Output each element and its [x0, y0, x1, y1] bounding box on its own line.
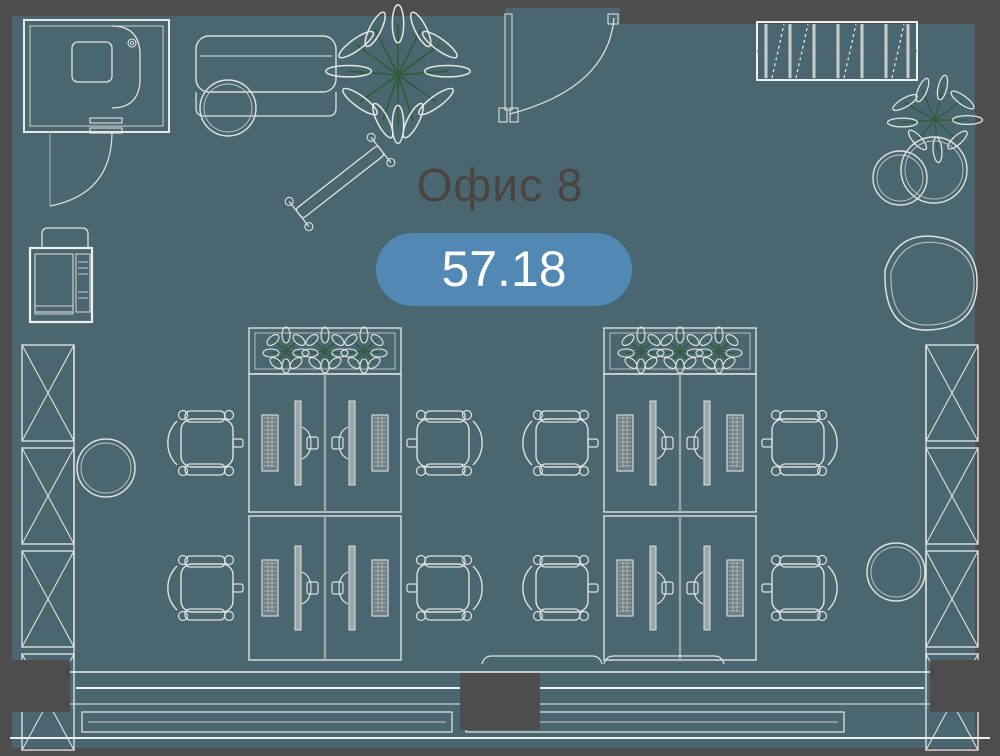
bathroom-door-icon[interactable] — [49, 117, 123, 207]
column-bottom-center — [460, 672, 540, 730]
bottom-door-arcs — [481, 655, 725, 665]
sink-icon — [71, 41, 113, 83]
bathtub-icon — [111, 25, 141, 109]
keyboard-icon — [261, 559, 279, 617]
area-badge-value: 57.18 — [441, 241, 566, 297]
keyboard-icon — [261, 414, 279, 472]
keyboard-icon — [726, 559, 744, 617]
room-title: Офис 8 — [417, 159, 584, 211]
floor-slab — [8, 8, 992, 748]
keyboard-icon — [371, 414, 389, 472]
keyboard-icon — [616, 414, 634, 472]
keyboard-icon — [726, 414, 744, 472]
area-badge[interactable]: 57.18 — [376, 233, 632, 306]
bathroom-room — [23, 19, 170, 207]
bottom-wall-blocks — [0, 660, 1000, 730]
keyboard-icon — [616, 559, 634, 617]
planter-pots-corner-icon — [872, 136, 978, 331]
stool-left-upper-icon — [76, 438, 136, 498]
round-coffee-table-icon — [199, 79, 257, 137]
window-louvre-icon — [756, 21, 918, 81]
entrance-door-icon[interactable] — [498, 13, 619, 123]
plant-corner-icon — [886, 74, 984, 164]
stool-right-lower-icon — [866, 542, 926, 602]
desk-cluster-right-lower — [522, 515, 838, 661]
desk-cluster-left-lower — [167, 515, 483, 661]
coat-rack-icon — [284, 132, 396, 232]
sofa-icon — [195, 35, 337, 117]
potted-plant-large-icon — [325, 3, 471, 145]
desk-cluster-left-upper — [167, 326, 483, 513]
copier-printer-icon — [28, 227, 94, 324]
keyboard-icon — [371, 559, 389, 617]
desk-cluster-right-upper — [522, 326, 838, 513]
